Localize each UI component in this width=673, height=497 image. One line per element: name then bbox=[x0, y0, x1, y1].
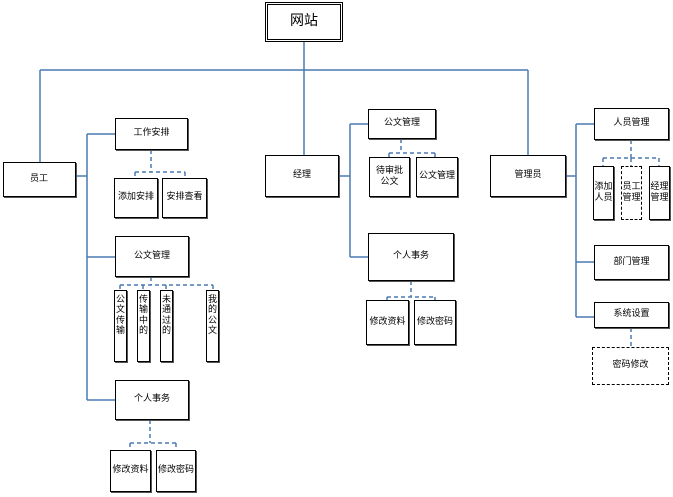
manager-doc-node: 公文管理 bbox=[368, 109, 436, 139]
admin-people-child-label: 经理管理 bbox=[650, 181, 669, 203]
admin-system-child-label: 密码修改 bbox=[612, 360, 649, 371]
manager-personal-child-label: 修改密码 bbox=[416, 316, 453, 327]
admin-people-child: 员工管理 bbox=[621, 166, 642, 220]
employee-work-child-label: 安排查看 bbox=[166, 192, 203, 203]
node-admin: 管理员 bbox=[490, 155, 566, 197]
node-employee: 员工 bbox=[3, 162, 76, 197]
root-label: 网站 bbox=[290, 13, 318, 30]
admin-people-child-label: 员工管理 bbox=[622, 181, 641, 203]
employee-doc-child: 公文传输 bbox=[114, 290, 127, 362]
employee-work-child: 添加安排 bbox=[114, 178, 158, 218]
admin-people-child: 添加人员 bbox=[593, 166, 614, 220]
manager-doc-child-label: 公文管理 bbox=[418, 171, 455, 182]
admin-dept-label: 部门管理 bbox=[613, 256, 650, 267]
employee-personal-child-label: 修改密码 bbox=[157, 465, 194, 476]
manager-personal-child-label: 修改资料 bbox=[369, 316, 406, 327]
admin-people-child-label: 添加人员 bbox=[594, 181, 613, 203]
admin-people-node: 人员管理 bbox=[594, 108, 669, 140]
manager-label: 经理 bbox=[292, 170, 311, 181]
manager-doc-child: 公文管理 bbox=[416, 157, 458, 197]
admin-system-child: 密码修改 bbox=[592, 347, 669, 385]
admin-label: 管理员 bbox=[514, 170, 542, 181]
employee-doc-child-label: 未通过的 bbox=[162, 295, 172, 337]
employee-work-label: 工作安排 bbox=[133, 128, 170, 139]
employee-work-child: 安排查看 bbox=[162, 178, 207, 218]
employee-doc-child-label: 我的公文 bbox=[208, 295, 218, 337]
employee-doc-label: 公文管理 bbox=[133, 250, 170, 261]
admin-dept-node: 部门管理 bbox=[594, 245, 669, 280]
employee-personal-child: 修改密码 bbox=[156, 450, 196, 492]
employee-personal-child: 修改资料 bbox=[110, 450, 151, 492]
manager-personal-node: 个人事务 bbox=[368, 233, 454, 281]
admin-people-child: 经理管理 bbox=[649, 166, 670, 220]
admin-system-label: 系统设置 bbox=[613, 309, 650, 320]
admin-people-label: 人员管理 bbox=[613, 118, 650, 129]
manager-personal-label: 个人事务 bbox=[392, 251, 429, 262]
manager-doc-child-label: 待审批公文 bbox=[375, 165, 403, 187]
employee-personal-child-label: 修改资料 bbox=[112, 465, 149, 476]
employee-doc-child-label: 传输中的 bbox=[139, 295, 149, 337]
manager-personal-child: 修改资料 bbox=[366, 300, 409, 345]
employee-work-child-label: 添加安排 bbox=[117, 192, 154, 203]
employee-work-node: 工作安排 bbox=[115, 118, 188, 150]
employee-label: 员工 bbox=[30, 173, 49, 184]
employee-doc-child: 传输中的 bbox=[137, 290, 150, 362]
employee-doc-child-label: 公文传输 bbox=[116, 295, 126, 337]
employee-personal-label: 个人事务 bbox=[133, 394, 170, 405]
root-node: 网站 bbox=[265, 2, 343, 42]
employee-doc-child: 我的公文 bbox=[206, 290, 219, 362]
manager-doc-child: 待审批公文 bbox=[369, 157, 410, 197]
employee-personal-node: 个人事务 bbox=[115, 380, 189, 420]
manager-personal-child: 修改密码 bbox=[414, 300, 456, 345]
employee-doc-node: 公文管理 bbox=[115, 236, 189, 277]
manager-doc-label: 公文管理 bbox=[383, 118, 420, 129]
node-manager: 经理 bbox=[265, 155, 339, 197]
admin-system-node: 系统设置 bbox=[594, 302, 669, 328]
employee-doc-child: 未通过的 bbox=[160, 290, 173, 362]
